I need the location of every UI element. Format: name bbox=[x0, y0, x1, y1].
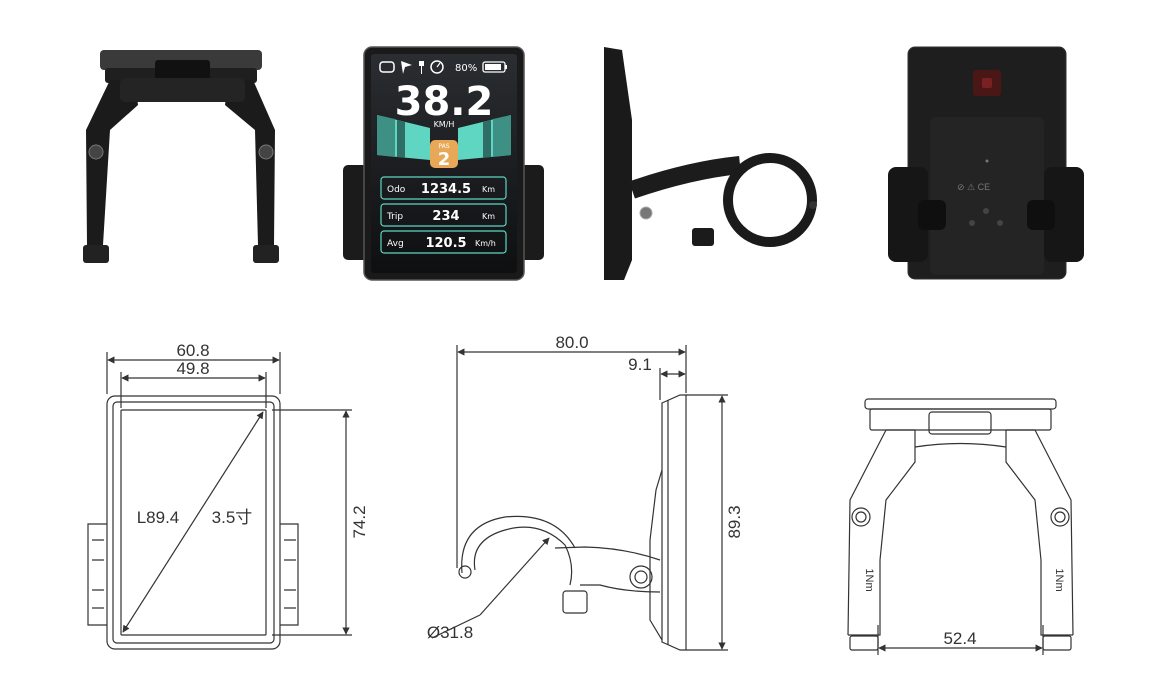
svg-text:120.5: 120.5 bbox=[425, 236, 466, 251]
photo-back-view: ⊘ ⚠ CE bbox=[888, 46, 1084, 280]
svg-text:Km/h: Km/h bbox=[475, 239, 496, 248]
drawing-side-dimensions bbox=[431, 345, 728, 651]
gauge-icon bbox=[430, 60, 444, 74]
cursor-icon bbox=[401, 61, 412, 74]
torque-mark-right: 1Nm bbox=[1053, 568, 1065, 591]
pas-label: PAS bbox=[438, 143, 449, 150]
svg-text:⊘ ⚠ CE: ⊘ ⚠ CE bbox=[957, 182, 990, 192]
speed-gauge-left bbox=[377, 115, 430, 160]
dim-front-inner-width: 49.8 bbox=[176, 359, 209, 378]
dim-clamp-diameter: Ø31.8 bbox=[427, 623, 473, 642]
dim-diagonal-inch: 3.5寸 bbox=[212, 508, 253, 527]
dim-front-outer-width: 60.8 bbox=[176, 341, 209, 360]
svg-text:Km: Km bbox=[482, 185, 495, 194]
wrench-icon bbox=[419, 61, 424, 74]
dim-side-thickness: 9.1 bbox=[628, 355, 652, 374]
dim-front-height: 74.2 bbox=[350, 505, 369, 538]
photo-front-display: 80% 38.2 KM/H PAS 2 Odo 1234.5 Km bbox=[343, 46, 544, 281]
drawing-front-dimensions bbox=[87, 352, 352, 650]
info-row-odo: Odo 1234.5 Km bbox=[380, 176, 507, 200]
svg-text:Avg: Avg bbox=[387, 239, 404, 249]
svg-text:Km: Km bbox=[482, 212, 495, 221]
dim-diagonal: L89.4 bbox=[137, 508, 180, 527]
headlight-icon bbox=[379, 61, 395, 73]
info-row-trip: Trip 234 Km bbox=[380, 203, 507, 227]
info-row-avg: Avg 120.5 Km/h bbox=[380, 230, 507, 254]
pas-level: 2 bbox=[438, 149, 451, 170]
dim-bracket-width: 52.4 bbox=[943, 629, 976, 648]
speed-value: 38.2 bbox=[395, 79, 494, 125]
svg-text:1234.5: 1234.5 bbox=[421, 182, 471, 197]
speed-unit: KM/H bbox=[434, 120, 455, 129]
dim-side-depth: 80.0 bbox=[555, 333, 588, 352]
photo-side-view bbox=[604, 47, 817, 280]
svg-text:234: 234 bbox=[432, 209, 459, 224]
pas-badge bbox=[430, 140, 458, 168]
dim-side-height: 89.3 bbox=[725, 505, 744, 538]
battery-icon bbox=[482, 61, 507, 73]
svg-text:Trip: Trip bbox=[386, 212, 403, 222]
battery-percent: 80% bbox=[455, 63, 477, 74]
photo-top-view bbox=[83, 50, 279, 263]
drawing-bracket-dimensions bbox=[847, 398, 1074, 655]
torque-mark-left: 1Nm bbox=[863, 568, 875, 591]
svg-text:Odo: Odo bbox=[387, 185, 406, 195]
speed-gauge-right bbox=[458, 115, 511, 160]
